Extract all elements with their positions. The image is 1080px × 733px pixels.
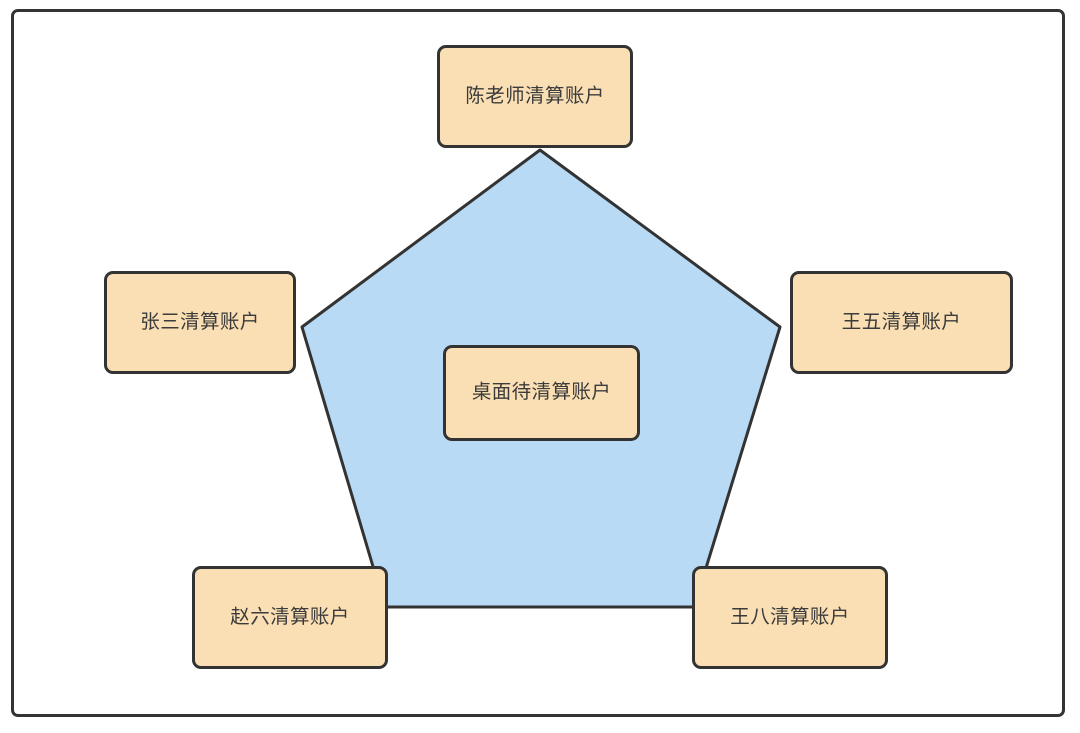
node-bottom-left-zhaoliu[interactable]: 赵六清算账户 bbox=[192, 566, 388, 669]
node-right-wangwu[interactable]: 王五清算账户 bbox=[790, 271, 1013, 374]
node-top-chen-laoshi[interactable]: 陈老师清算账户 bbox=[437, 45, 633, 148]
node-left-zhangsan[interactable]: 张三清算账户 bbox=[104, 271, 296, 374]
node-label: 陈老师清算账户 bbox=[465, 84, 605, 107]
node-center-pending-settlement[interactable]: 桌面待清算账户 bbox=[443, 345, 640, 441]
node-label: 张三清算账户 bbox=[140, 310, 260, 333]
node-bottom-right-wangba[interactable]: 王八清算账户 bbox=[692, 566, 888, 669]
node-label: 赵六清算账户 bbox=[230, 605, 350, 628]
node-label: 桌面待清算账户 bbox=[471, 381, 612, 404]
node-label: 王五清算账户 bbox=[841, 310, 962, 333]
node-label: 王八清算账户 bbox=[730, 605, 850, 628]
